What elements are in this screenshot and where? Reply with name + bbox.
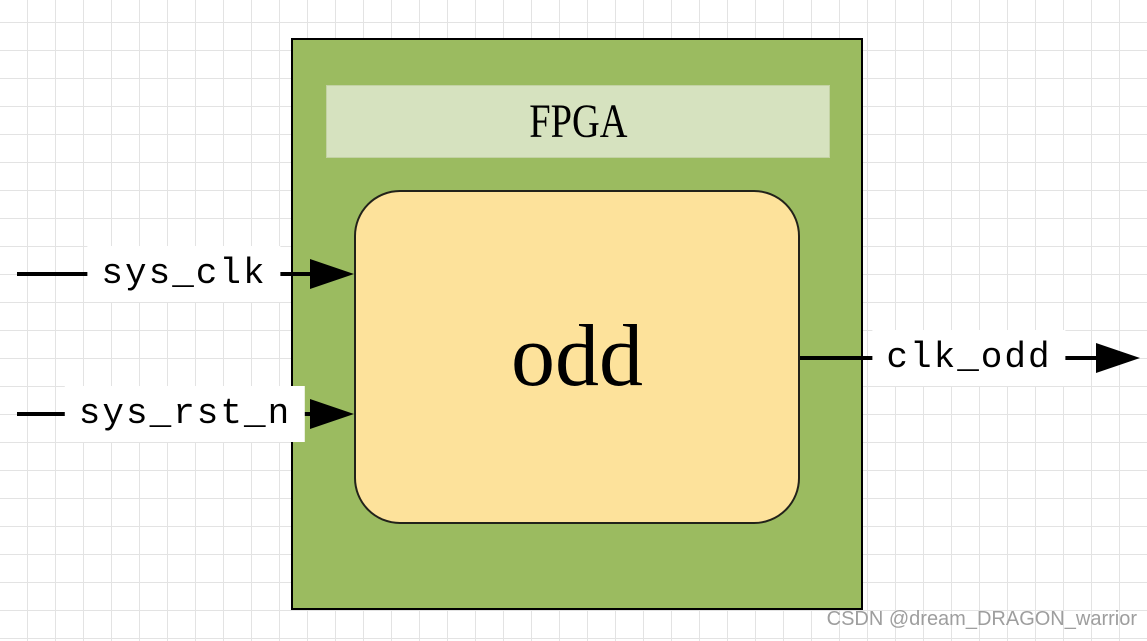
sys-rst-n-signal-label: sys_rst_n	[64, 386, 306, 442]
sys-rst-n-arrowhead-icon	[310, 399, 354, 429]
odd-module-label: odd	[511, 308, 643, 405]
watermark: CSDN @dream_DRAGON_warrior	[826, 608, 1137, 630]
fpga-label: FPGA	[528, 94, 628, 148]
fpga-banner: FPGA	[326, 85, 830, 158]
odd-module-block: odd	[354, 190, 800, 524]
sys-clk-signal-label: sys_clk	[87, 246, 281, 302]
sys-clk-arrowhead-icon	[310, 259, 354, 289]
clk-odd-arrowhead-icon	[1096, 343, 1140, 373]
clk-odd-signal-label: clk_odd	[872, 330, 1066, 386]
